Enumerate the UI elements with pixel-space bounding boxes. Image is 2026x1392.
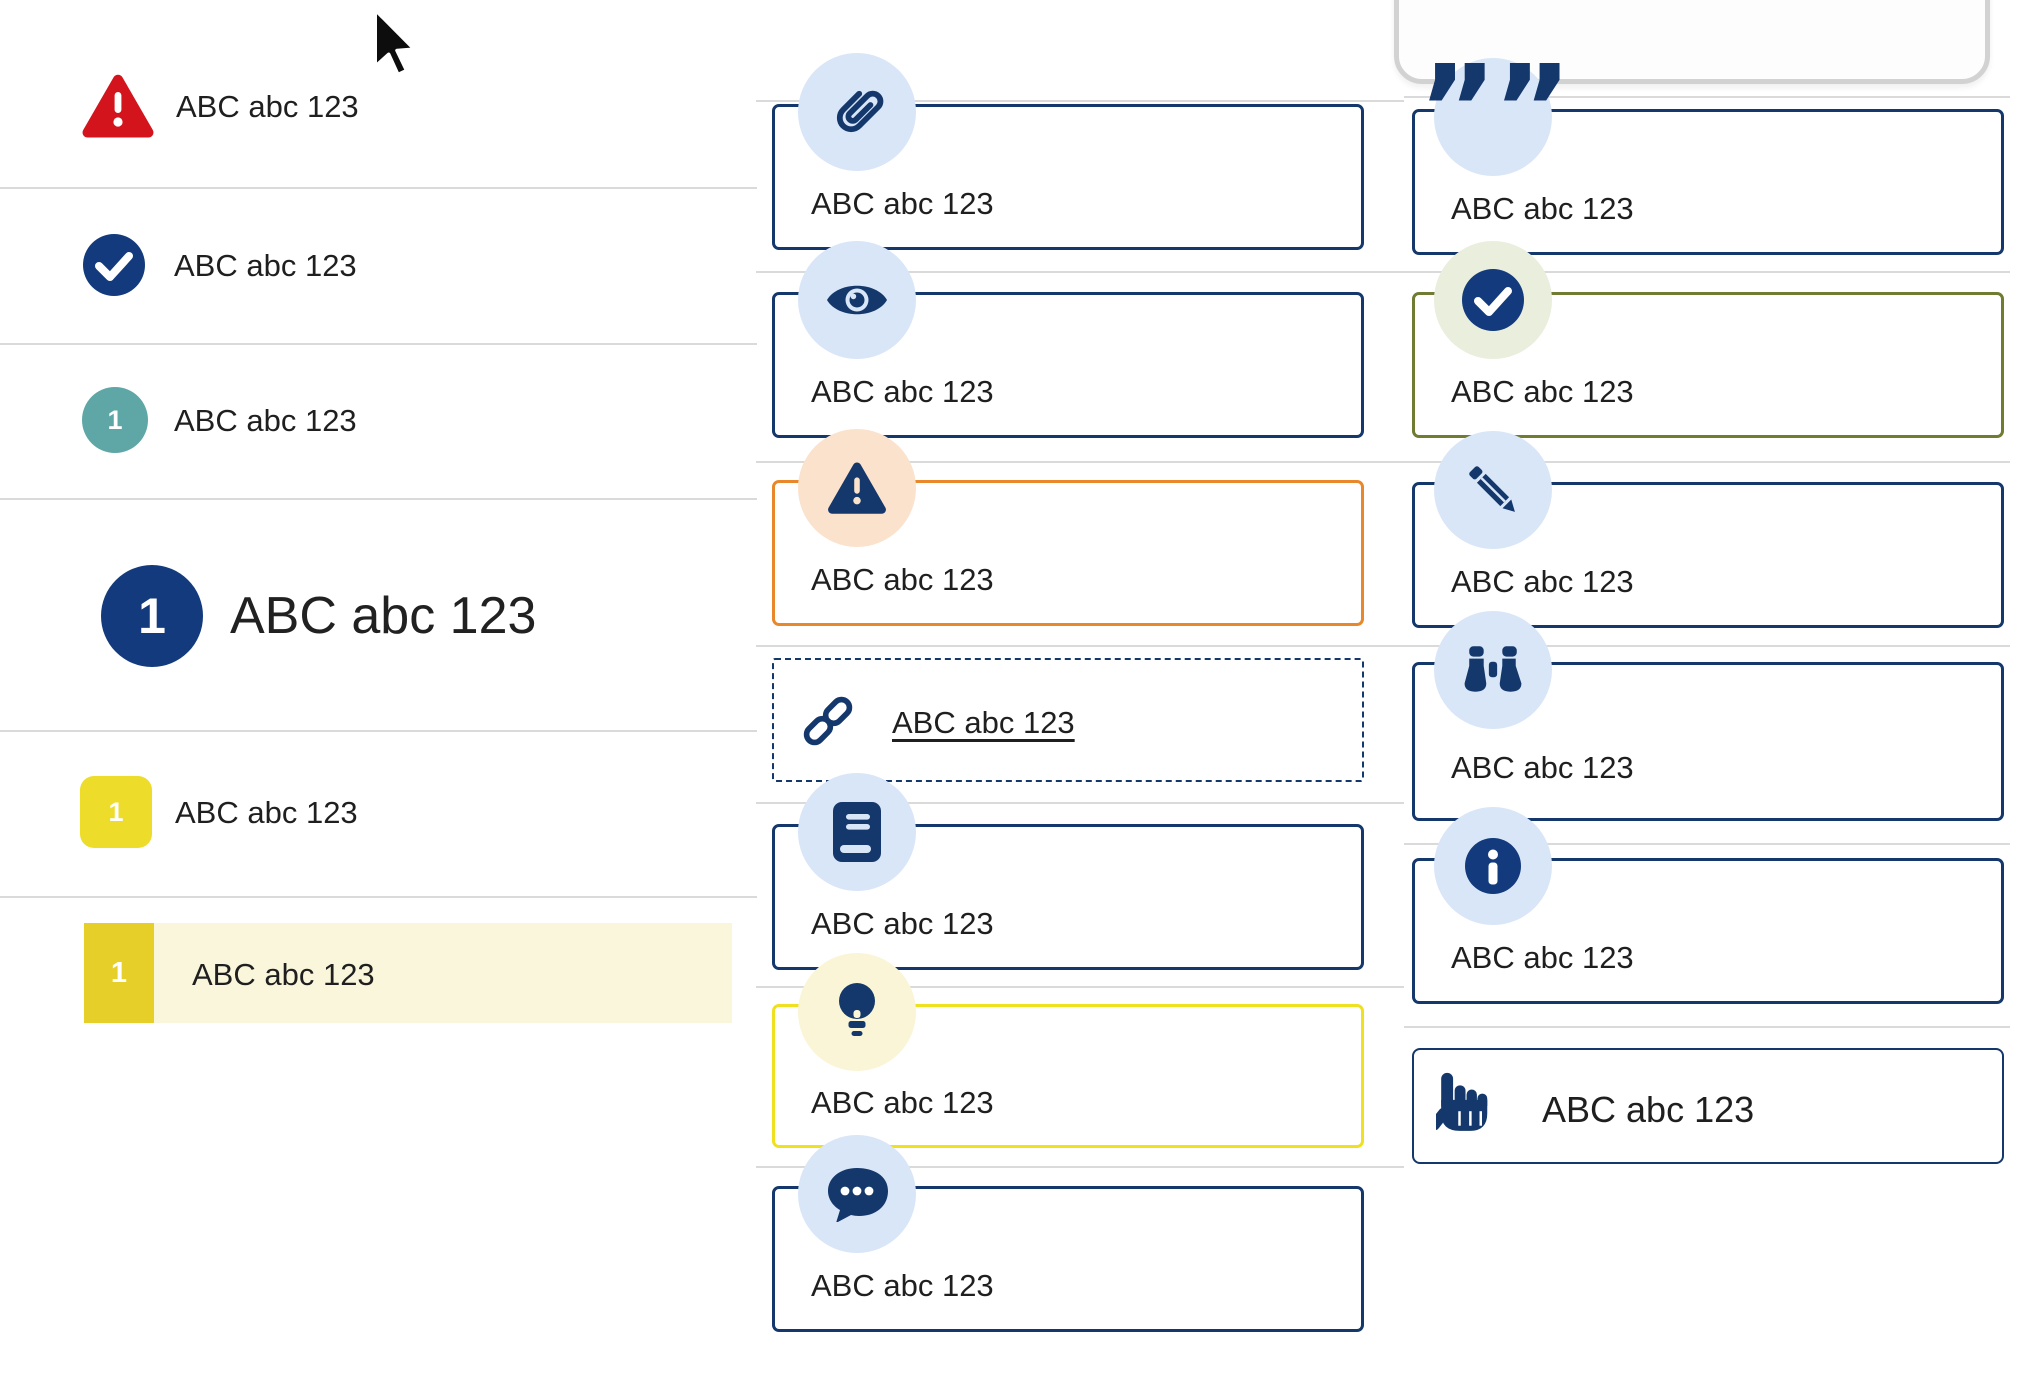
- callout-label: ABC abc 123: [811, 186, 994, 221]
- chat-icon: [798, 1135, 916, 1253]
- book-icon: [798, 773, 916, 891]
- list-item-check[interactable]: ABC abc 123: [82, 233, 357, 297]
- list-item-yellow-count[interactable]: 1 ABC abc 123: [80, 776, 358, 848]
- teal-count-badge: 1: [82, 387, 148, 453]
- left-divider: [0, 730, 757, 732]
- callout-label: ABC abc 123: [1451, 564, 1634, 599]
- check-circle-icon: [82, 233, 146, 297]
- yellow-count-badge-selected: 1: [84, 923, 154, 1023]
- list-item-alert[interactable]: ABC abc 123: [80, 73, 359, 139]
- middle-divider: [756, 645, 1404, 647]
- right-divider: [1404, 645, 2010, 647]
- list-item-label: ABC abc 123: [175, 794, 358, 830]
- right-divider: [1404, 96, 2010, 98]
- middle-divider: [756, 802, 1404, 804]
- callout-attachment: ABC abc 123: [772, 104, 1364, 250]
- callout-visibility: ABC abc 123: [772, 292, 1364, 438]
- list-item-navy-count-large[interactable]: 1 ABC abc 123: [101, 565, 536, 667]
- link-icon: [798, 691, 858, 751]
- warning-icon: [798, 429, 916, 547]
- navy-count-badge-large: 1: [101, 565, 203, 667]
- quote-glyph: ””: [1418, 41, 1572, 180]
- callout-label: ABC abc 123: [811, 906, 994, 941]
- binoculars-icon: [1434, 611, 1552, 729]
- callout-action[interactable]: ABC abc 123: [1412, 1048, 2004, 1164]
- check-circle-icon: [1434, 241, 1552, 359]
- callout-label: ABC abc 123: [811, 374, 994, 409]
- middle-divider: [756, 271, 1404, 273]
- lightbulb-icon: [798, 953, 916, 1071]
- info-icon: [1434, 807, 1552, 925]
- hand-pointer-icon: [1436, 1070, 1494, 1140]
- pencil-icon: [1434, 431, 1552, 549]
- list-item-label: ABC abc 123: [174, 247, 357, 283]
- callout-action-label[interactable]: ABC abc 123: [1542, 1089, 1755, 1130]
- callout-label: ABC abc 123: [811, 562, 994, 597]
- left-divider: [0, 343, 757, 345]
- right-divider: [1404, 843, 2010, 845]
- eye-icon: [798, 241, 916, 359]
- left-divider: [0, 498, 757, 500]
- right-divider: [1404, 271, 2010, 273]
- callout-label: ABC abc 123: [811, 1268, 994, 1303]
- right-divider: [1404, 461, 2010, 463]
- callout-link[interactable]: ABC abc 123: [772, 658, 1364, 782]
- list-item-teal-count[interactable]: 1 ABC abc 123: [82, 387, 357, 453]
- middle-divider: [756, 1166, 1404, 1168]
- middle-divider: [756, 100, 1404, 102]
- yellow-count-badge: 1: [80, 776, 152, 848]
- right-divider: [1404, 1026, 2010, 1028]
- callout-label: ABC abc 123: [1451, 374, 1634, 409]
- alert-triangle-icon: [80, 73, 156, 139]
- mouse-cursor: [372, 8, 418, 80]
- list-item-label: ABC abc 123: [230, 587, 537, 645]
- list-item-label: ABC abc 123: [192, 957, 375, 992]
- list-item-selected[interactable]: 1 ABC abc 123: [84, 923, 732, 1023]
- paperclip-icon: [798, 53, 916, 171]
- middle-divider: [756, 986, 1404, 988]
- quote-icon: ””: [1418, 51, 1572, 176]
- middle-divider: [756, 461, 1404, 463]
- callout-label: ABC abc 123: [1451, 750, 1634, 785]
- left-divider: [0, 187, 757, 189]
- callout-label: ABC abc 123: [1451, 191, 1634, 226]
- callout-label: ABC abc 123: [1451, 940, 1634, 975]
- callout-link-label[interactable]: ABC abc 123: [892, 705, 1075, 740]
- list-item-label: ABC abc 123: [176, 88, 359, 124]
- callout-label: ABC abc 123: [811, 1085, 994, 1120]
- callout-warning: ABC abc 123: [772, 480, 1364, 626]
- left-divider: [0, 896, 757, 898]
- list-item-label: ABC abc 123: [174, 402, 357, 438]
